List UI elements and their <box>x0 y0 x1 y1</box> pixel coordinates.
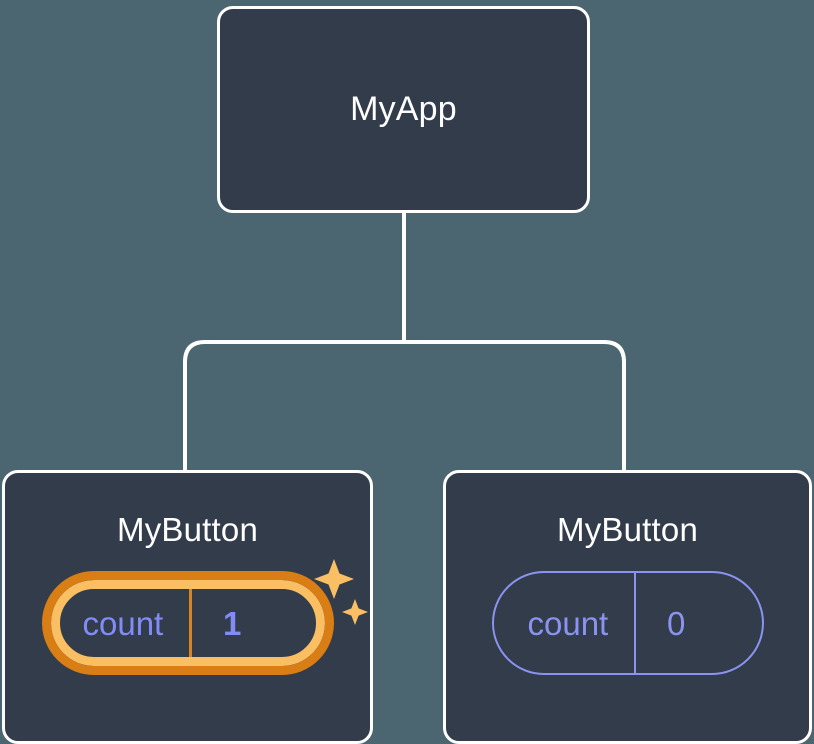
state-value-right: 0 <box>667 604 686 642</box>
node-myapp[interactable]: MyApp <box>217 6 590 213</box>
state-key-left: count <box>82 604 164 642</box>
node-mybutton-left-label: MyButton <box>117 511 258 548</box>
node-mybutton-left[interactable]: MyButton count 1 <box>2 470 373 744</box>
state-value-left: 1 <box>223 604 242 642</box>
state-pill-highlighted[interactable]: count 1 <box>41 571 334 675</box>
state-pill-wrap-right: count 0 <box>491 571 764 675</box>
state-key-right: count <box>527 604 609 642</box>
state-pill-plain[interactable]: count 0 <box>491 571 764 675</box>
connector-branch-bus <box>183 340 626 470</box>
state-pill-divider-left <box>189 586 193 660</box>
node-mybutton-right-label: MyButton <box>557 511 698 548</box>
state-pill-wrap-left: count 1 <box>41 559 368 675</box>
state-pill-divider-right <box>634 573 637 673</box>
node-mybutton-right[interactable]: MyButton count 0 <box>443 470 812 744</box>
node-myapp-label: MyApp <box>350 90 457 128</box>
